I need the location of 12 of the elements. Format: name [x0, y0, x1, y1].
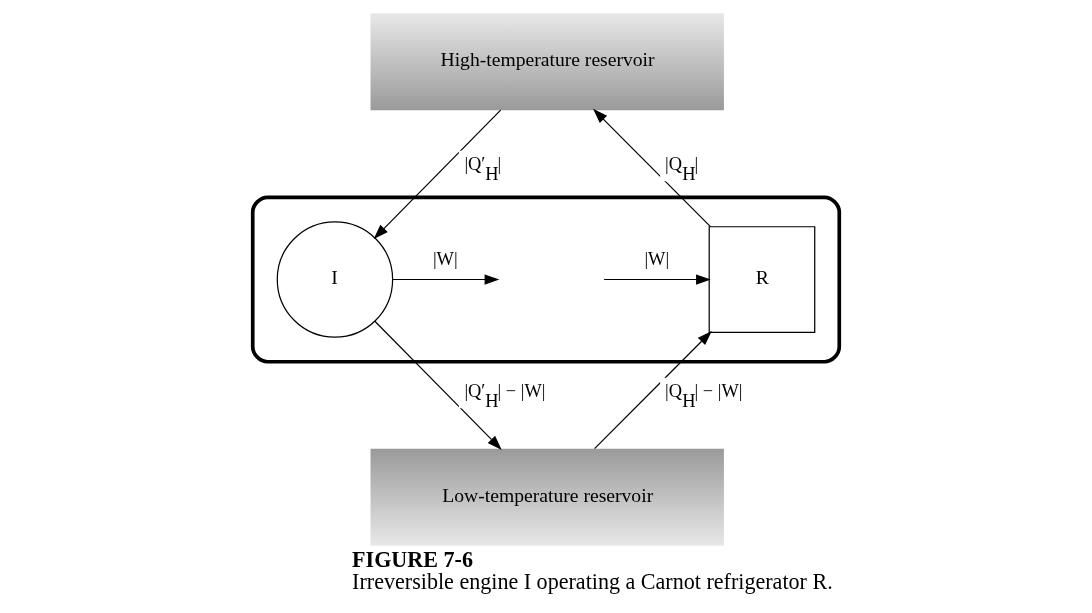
edge-label: |W|	[432, 249, 458, 270]
arrow	[373, 109, 502, 239]
arrow	[392, 274, 500, 285]
node-box: R	[708, 226, 816, 333]
edge-label: |W|	[644, 249, 670, 270]
node-box: High-temperature reservoir	[370, 13, 724, 111]
node-box: Low-temperature reservoir	[370, 448, 724, 546]
arrow	[603, 274, 711, 285]
arrow	[593, 108, 712, 228]
arrow	[593, 331, 712, 450]
arrow	[374, 320, 502, 450]
cluster	[250, 195, 842, 364]
